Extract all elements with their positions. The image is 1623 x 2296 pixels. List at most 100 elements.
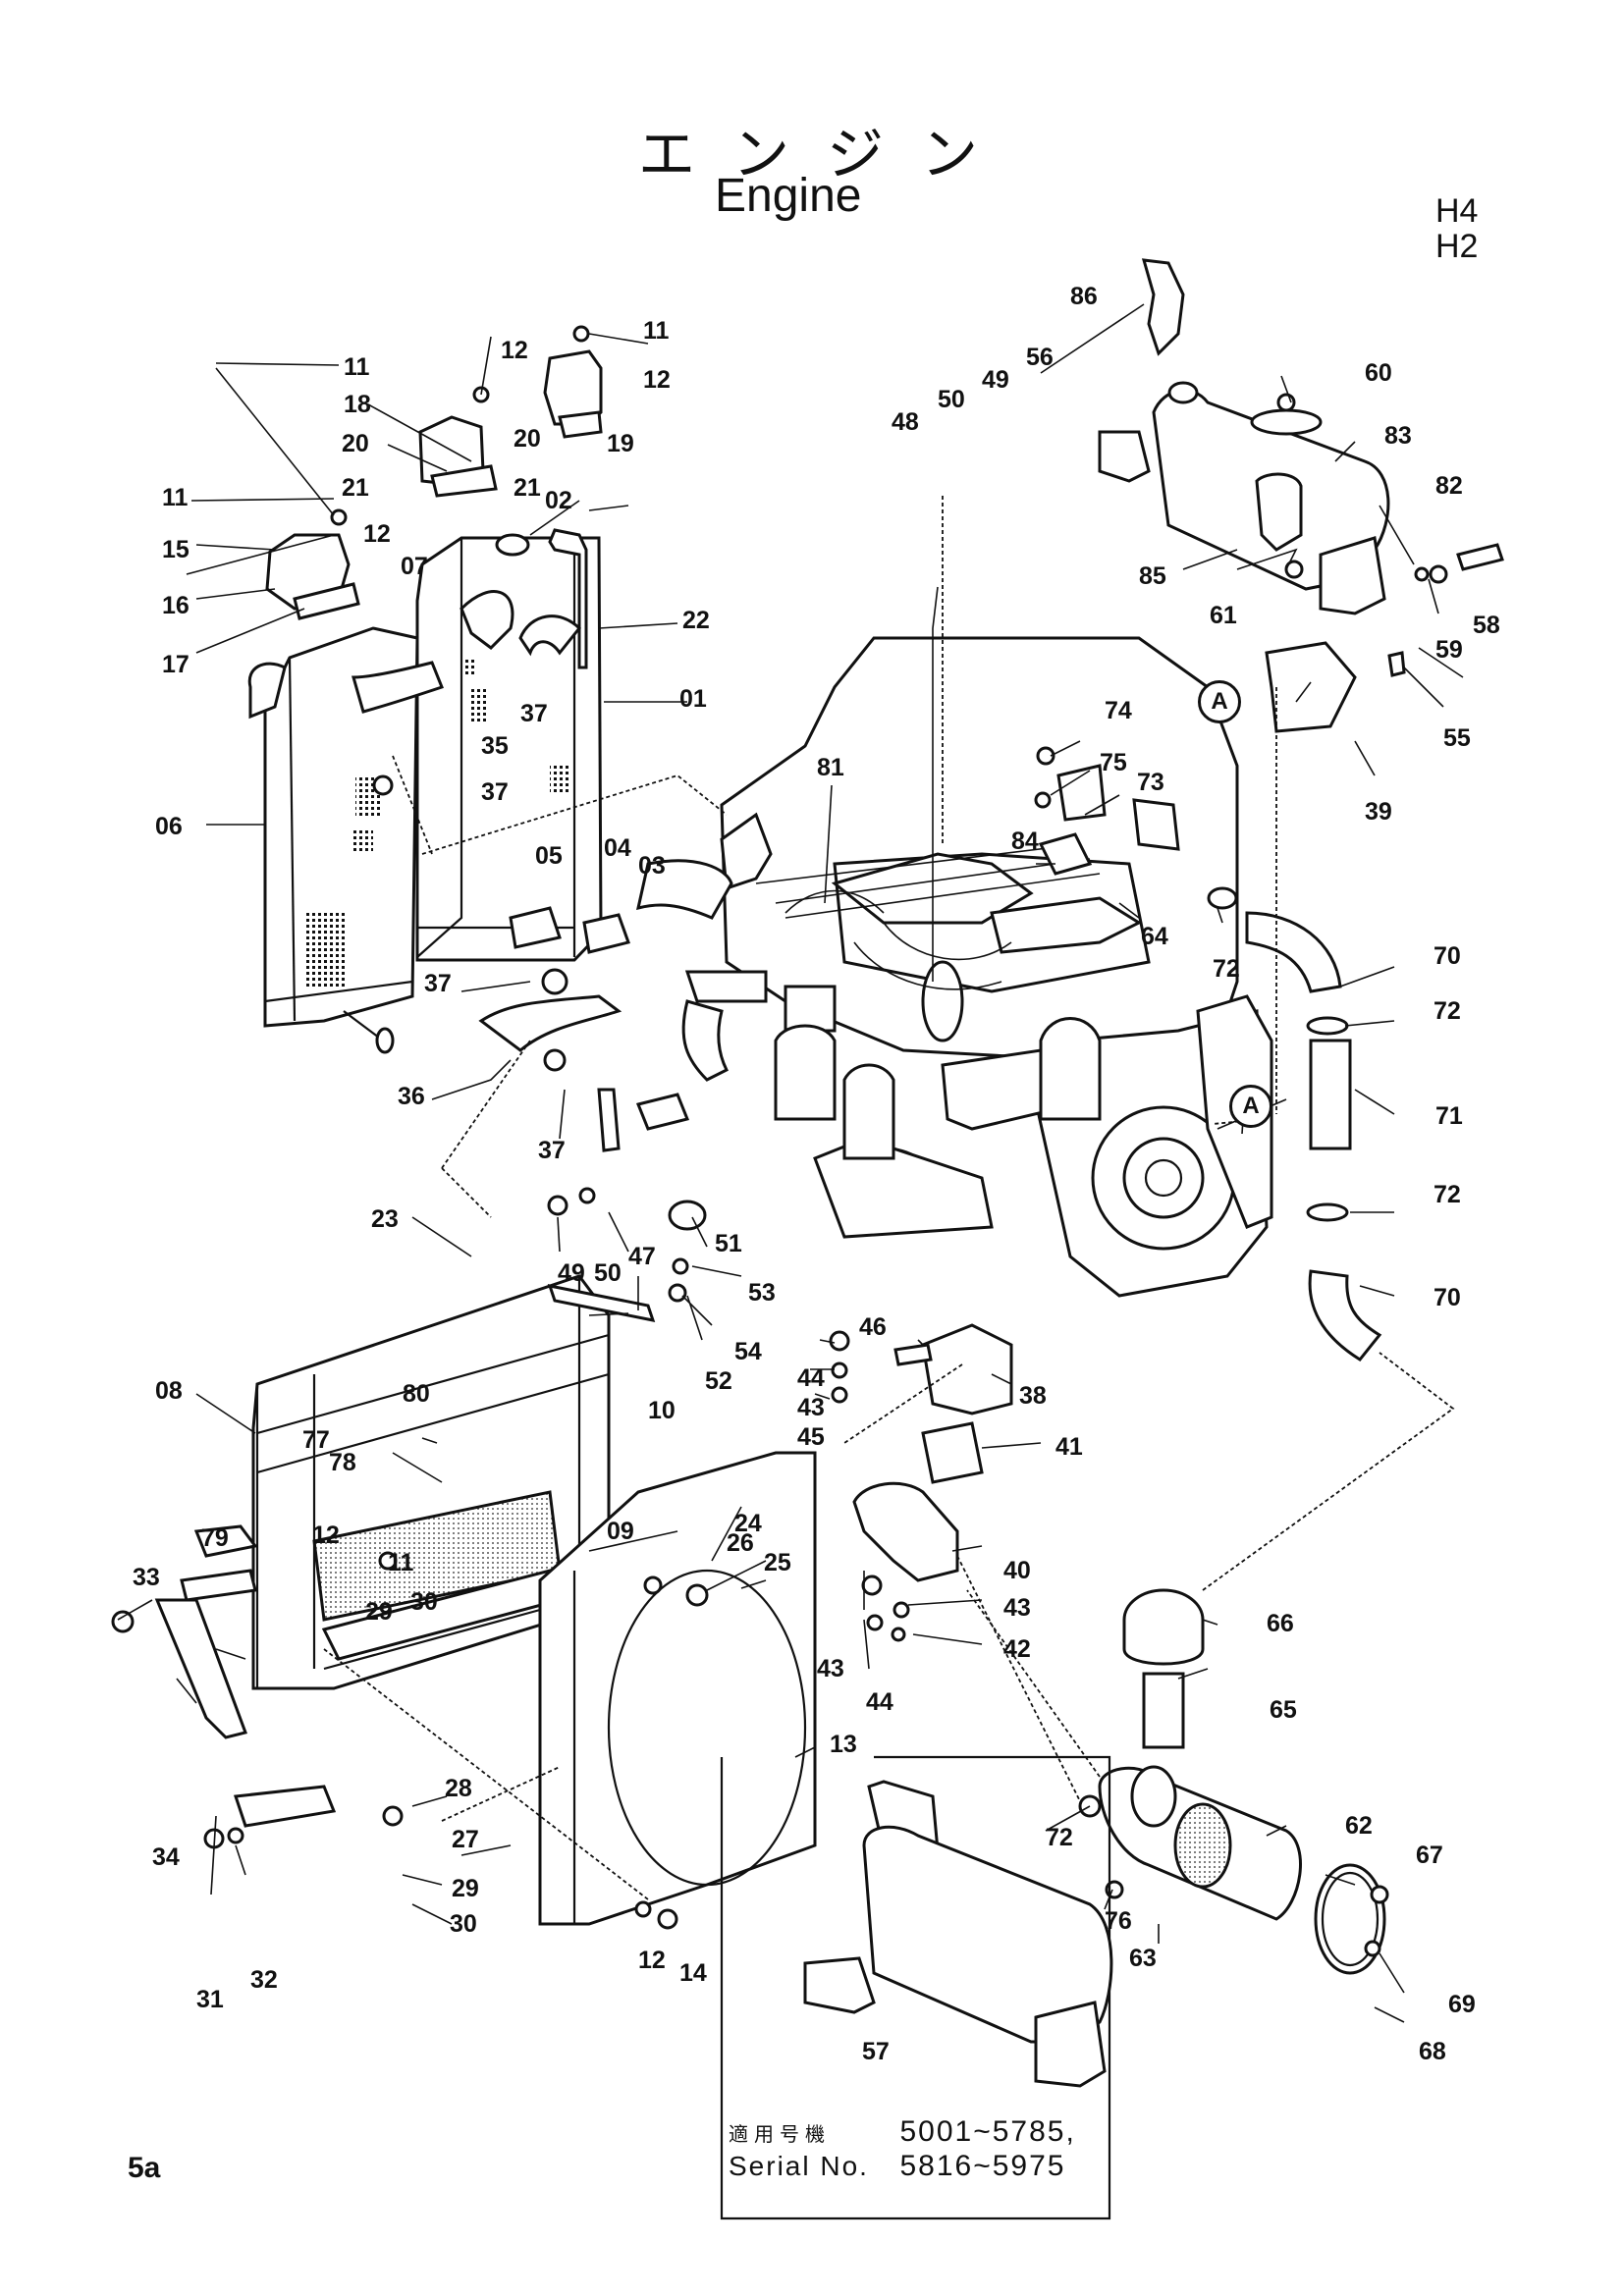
callout-12-e: 12 (638, 1947, 666, 1974)
callout-54: 54 (734, 1338, 762, 1365)
callout-38: 38 (1019, 1382, 1047, 1410)
callout-16: 16 (162, 592, 189, 619)
callout-24: 24 (734, 1510, 762, 1537)
callout-55: 55 (1443, 724, 1471, 752)
callout-21-a: 21 (342, 474, 369, 502)
callout-72-b: 72 (1434, 997, 1461, 1025)
mount-brackets-drawing (265, 325, 603, 620)
callout-60: 60 (1365, 359, 1392, 387)
callout-37-d: 37 (538, 1137, 566, 1164)
callout-61: 61 (1210, 602, 1237, 629)
callout-04: 04 (604, 834, 631, 862)
callout-37-c: 37 (424, 970, 452, 997)
callout-50-a: 50 (938, 386, 965, 413)
callout-37-b: 37 (481, 778, 509, 806)
callout-09: 09 (607, 1518, 634, 1545)
muffler-lower-drawing (720, 1755, 1113, 2220)
callout-52: 52 (705, 1367, 732, 1395)
callout-49-a: 49 (982, 366, 1009, 394)
callout-11-a: 11 (643, 317, 670, 345)
callout-11-b: 11 (344, 353, 370, 381)
engine-block-drawing (720, 636, 1273, 1298)
callout-75: 75 (1100, 749, 1127, 776)
callout-12-d: 12 (312, 1522, 340, 1549)
callout-70-a: 70 (1434, 942, 1461, 970)
callout-47: 47 (628, 1243, 656, 1270)
callout-01: 01 (679, 685, 707, 713)
callout-62: 62 (1345, 1812, 1373, 1840)
callout-22: 22 (682, 607, 710, 634)
callout-43-c: 43 (797, 1394, 825, 1421)
callout-20-a: 20 (342, 430, 369, 457)
callout-11-d: 11 (388, 1549, 414, 1576)
callout-84: 84 (1011, 828, 1039, 855)
callout-51: 51 (715, 1230, 742, 1257)
callout-26: 26 (727, 1529, 754, 1557)
callout-30-b: 30 (450, 1910, 477, 1938)
page-title-english: Engine (715, 170, 862, 222)
callout-53: 53 (748, 1279, 776, 1307)
callout-leader-lines (117, 303, 1464, 2023)
callout-46: 46 (859, 1313, 887, 1341)
callout-76: 76 (1105, 1907, 1132, 1935)
callout-81: 81 (817, 754, 844, 781)
serial-row-en: Serial No. 5816~5975 (729, 2150, 1065, 2183)
callout-40: 40 (1003, 1557, 1031, 1584)
callout-20-b: 20 (514, 425, 541, 453)
callout-30-a: 30 (410, 1588, 438, 1616)
callout-69: 69 (1448, 1991, 1476, 2018)
callout-28: 28 (445, 1775, 472, 1802)
callout-77: 77 (302, 1426, 330, 1454)
callout-10: 10 (648, 1397, 676, 1424)
callout-65: 65 (1270, 1696, 1297, 1724)
callout-36: 36 (398, 1083, 425, 1110)
callout-48: 48 (892, 408, 919, 436)
callout-37-a: 37 (520, 700, 548, 727)
callout-27: 27 (452, 1826, 479, 1853)
callout-63: 63 (1129, 1945, 1157, 1972)
callout-82: 82 (1435, 472, 1463, 500)
alignment-lines (323, 496, 1455, 1900)
callout-86: 86 (1070, 283, 1098, 310)
callout-74: 74 (1105, 697, 1132, 724)
reference-mark-a-upper: A (1198, 680, 1241, 723)
callout-17: 17 (162, 651, 189, 678)
callout-19: 19 (607, 430, 634, 457)
callout-73: 73 (1137, 769, 1164, 796)
serial-label-japanese: 適用号機 (729, 2124, 831, 2146)
air-cleaner-drawing (1078, 1588, 1389, 1975)
callout-33: 33 (133, 1564, 160, 1591)
callout-66: 66 (1267, 1610, 1294, 1637)
callout-07: 07 (401, 553, 428, 580)
callout-71: 71 (1435, 1102, 1463, 1130)
callout-12-c: 12 (363, 520, 391, 548)
callout-64: 64 (1141, 923, 1168, 950)
callout-79: 79 (201, 1524, 229, 1552)
callout-12-b: 12 (643, 366, 671, 394)
callout-44-b: 44 (797, 1364, 825, 1392)
callout-12-a: 12 (501, 337, 528, 364)
callout-58: 58 (1473, 612, 1500, 639)
model-code-h4: H4 (1435, 192, 1479, 230)
callout-14: 14 (679, 1959, 707, 1987)
callout-35: 35 (481, 732, 509, 760)
reference-mark-a-lower: A (1229, 1085, 1272, 1128)
callout-08: 08 (155, 1377, 183, 1405)
callout-25: 25 (764, 1549, 791, 1576)
callout-15: 15 (162, 536, 189, 563)
callout-59: 59 (1435, 636, 1463, 664)
callout-72-a: 72 (1213, 955, 1240, 983)
callout-41: 41 (1055, 1433, 1083, 1461)
callout-56: 56 (1026, 344, 1054, 371)
serial-label-english: Serial No. (729, 2151, 869, 2181)
callout-67: 67 (1416, 1842, 1443, 1869)
callout-29-b: 29 (452, 1875, 479, 1902)
callout-42: 42 (1003, 1635, 1031, 1663)
radiator-drawing (415, 528, 603, 962)
engine-mounts-drawing (547, 1088, 1013, 1642)
callout-83: 83 (1384, 422, 1412, 450)
callout-78: 78 (329, 1449, 356, 1476)
callout-45: 45 (797, 1423, 825, 1451)
callout-43-b: 43 (817, 1655, 844, 1682)
